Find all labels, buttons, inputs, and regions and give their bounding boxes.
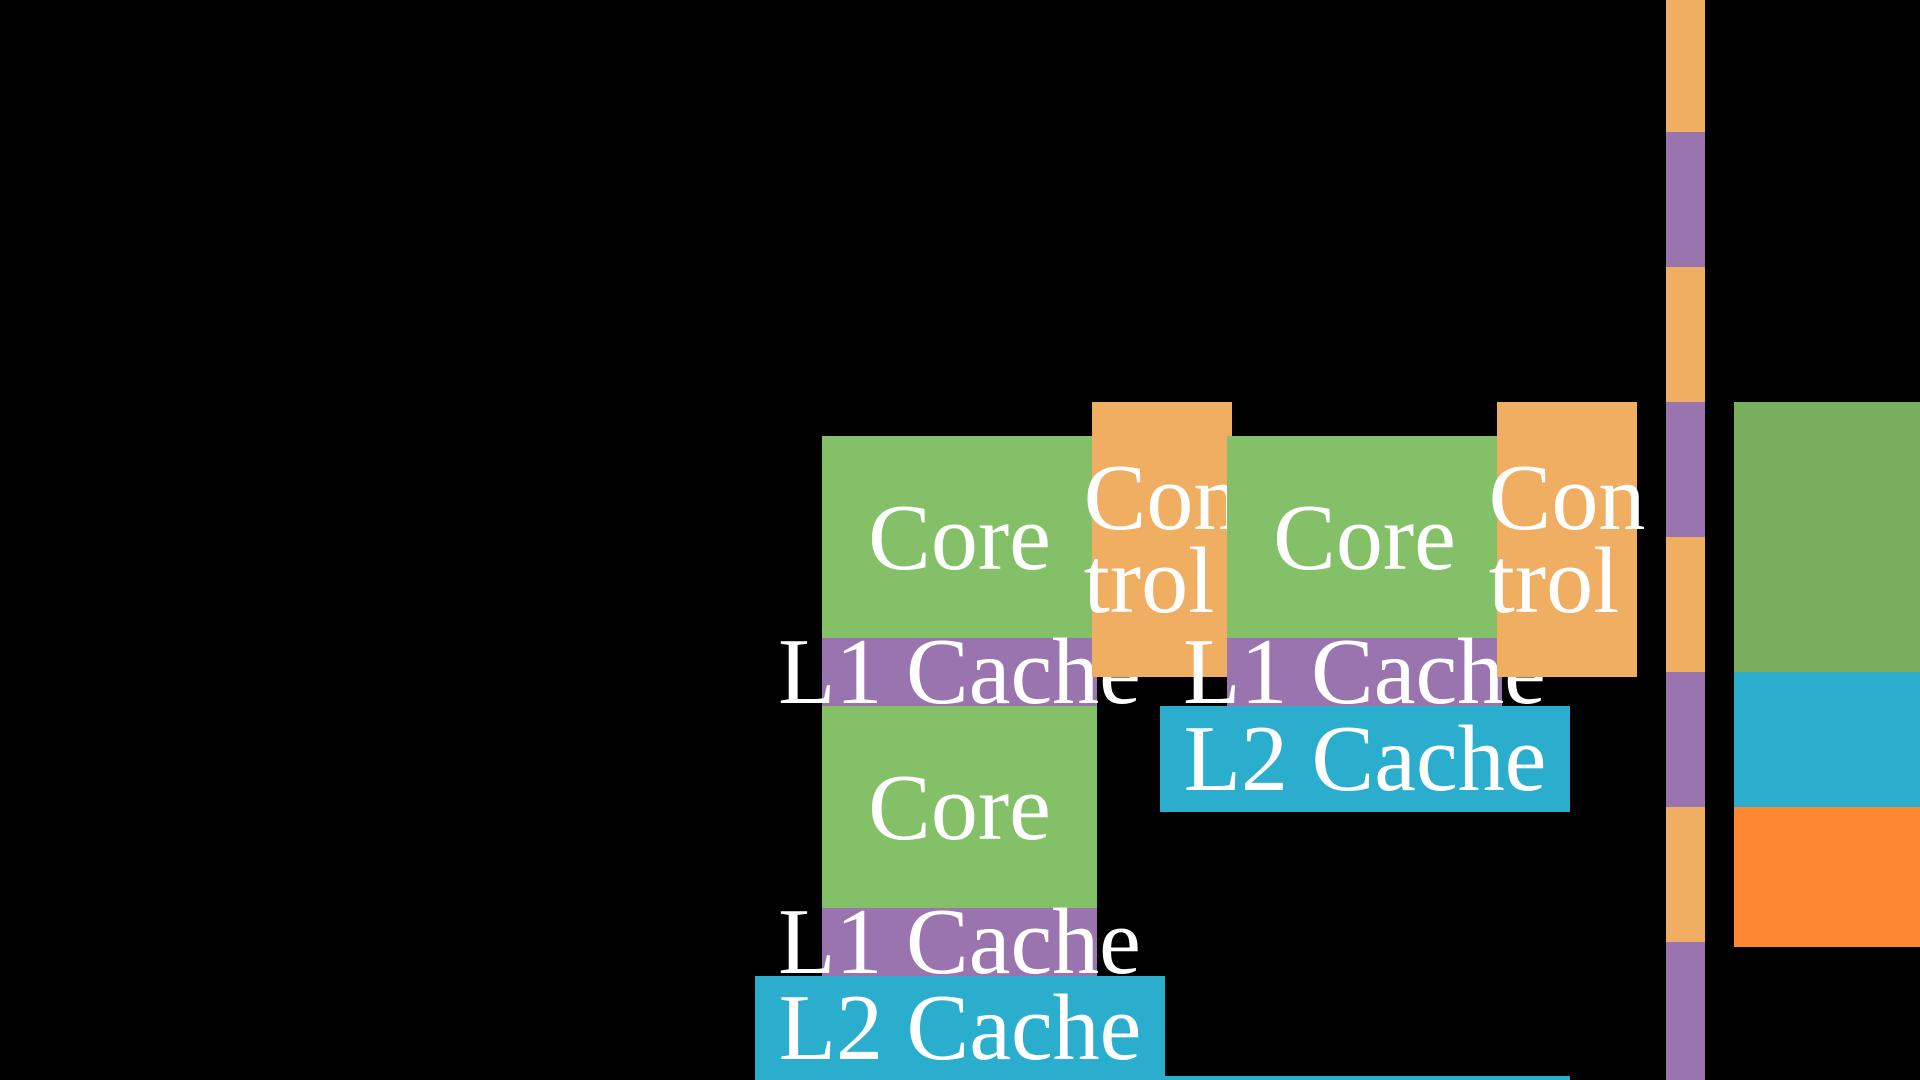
bus-segment — [1666, 672, 1705, 807]
bus-segment — [1666, 537, 1705, 672]
bus-segment — [1666, 942, 1705, 1080]
shared-cache-strip — [755, 1076, 1570, 1080]
l1-cache-block-3: L1 Cache — [1183, 625, 1546, 719]
core-block-3: Core — [1227, 436, 1502, 640]
control-label: Con trol — [1488, 445, 1646, 633]
l1-cache-label: L1 Cache — [778, 620, 1141, 724]
control-block-1: Con trol — [1084, 402, 1240, 677]
core-label: Core — [868, 486, 1051, 590]
l1-cache-block-2: L1 Cache — [778, 895, 1141, 989]
bus-segment — [1666, 807, 1705, 942]
l2-cache-label: L2 Cache — [1183, 707, 1547, 811]
l2-cache-block-1: L2 Cache — [755, 976, 1165, 1080]
right-orange-block — [1734, 807, 1920, 947]
core-block-2: Core — [822, 706, 1097, 910]
right-green-block — [1734, 402, 1920, 672]
bus-segment — [1666, 402, 1705, 537]
l2-cache-label: L2 Cache — [778, 976, 1142, 1080]
core-block-1: Core — [822, 436, 1097, 640]
right-blue-block — [1734, 672, 1920, 807]
core-label: Core — [1273, 486, 1456, 590]
bus-segment — [1666, 0, 1705, 132]
control-block-2: Con trol — [1489, 402, 1645, 677]
l1-cache-label: L1 Cache — [1183, 620, 1546, 724]
bus-segment — [1666, 132, 1705, 267]
l1-cache-label: L1 Cache — [778, 890, 1141, 994]
l2-cache-block-2: L2 Cache — [1160, 706, 1570, 812]
l1-cache-block-1: L1 Cache — [778, 625, 1141, 719]
core-label: Core — [868, 756, 1051, 860]
control-label: Con trol — [1083, 445, 1241, 633]
bus-segment — [1666, 267, 1705, 402]
